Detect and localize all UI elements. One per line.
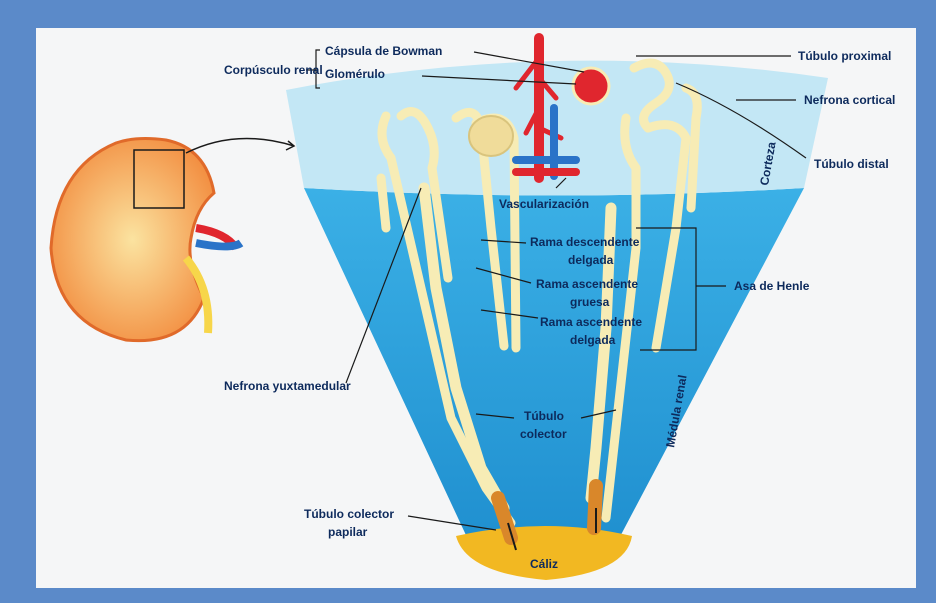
label-tubulo-colector-2: colector	[520, 427, 567, 441]
label-vascularizacion: Vascularización	[499, 197, 589, 211]
label-capsula-bowman: Cápsula de Bowman	[325, 44, 442, 58]
calyx	[456, 526, 632, 580]
label-corpusculo-renal: Corpúsculo renal	[224, 63, 323, 77]
label-tubulo-colector-1: Túbulo	[524, 409, 564, 423]
diagram-panel: Corpúsculo renal Cápsula de Bowman Glomé…	[36, 28, 916, 588]
glomerulus	[573, 68, 609, 104]
label-tubulo-colector-papilar-2: papilar	[328, 525, 368, 539]
label-rama-asc-gruesa-1: Rama ascendente	[536, 277, 638, 291]
label-nefrona-yuxtamedular: Nefrona yuxtamedular	[224, 379, 351, 393]
label-nefrona-cortical: Nefrona cortical	[804, 93, 895, 107]
label-tubulo-colector-papilar-1: Túbulo colector	[304, 507, 394, 521]
label-rama-descendente-2: delgada	[568, 253, 614, 267]
label-tubulo-distal: Túbulo distal	[814, 157, 889, 171]
label-rama-asc-delgada-1: Rama ascendente	[540, 315, 642, 329]
label-rama-asc-gruesa-2: gruesa	[570, 295, 610, 309]
kidney-illustration	[51, 139, 241, 341]
zoom-arrow	[186, 138, 294, 153]
label-glomerulo: Glomérulo	[325, 67, 385, 81]
label-rama-asc-delgada-2: delgada	[570, 333, 616, 347]
nephron-diagram: Corpúsculo renal Cápsula de Bowman Glomé…	[36, 28, 916, 588]
label-asa-henle: Asa de Henle	[734, 279, 810, 293]
juxtamedullary-corpuscle	[469, 116, 513, 156]
label-caliz: Cáliz	[530, 557, 558, 571]
label-rama-descendente-1: Rama descendente	[530, 235, 640, 249]
label-tubulo-proximal: Túbulo proximal	[798, 49, 891, 63]
